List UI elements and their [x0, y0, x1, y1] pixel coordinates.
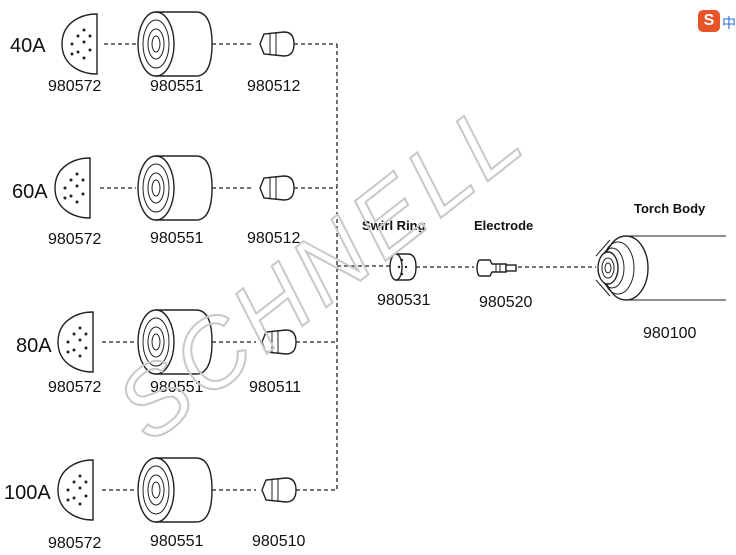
electrode-part-number: 980520: [479, 294, 532, 311]
row-40a: 40A 980572 980551 980512: [10, 11, 337, 95]
amp-label: 80A: [16, 335, 52, 357]
row-80a: 80A 980572 980551 980511: [16, 309, 337, 396]
badge-glyph: 中: [722, 16, 736, 32]
retaining-cap: [137, 155, 213, 221]
tip-part-number: 980512: [247, 78, 300, 95]
shield-part-number: 980551: [150, 533, 203, 550]
electrode: [476, 259, 517, 277]
row-100a: 100A 980572 980551 980510: [4, 457, 337, 552]
swirl-ring-part-number: 980531: [377, 292, 430, 309]
swirl-ring-title: Swirl Ring: [362, 218, 426, 233]
nozzle-part-number: 980572: [48, 231, 101, 248]
amp-label: 60A: [12, 181, 48, 203]
torch-body-part-number: 980100: [643, 325, 696, 342]
nozzle-tip: [261, 477, 297, 503]
shield-part-number: 980551: [150, 230, 203, 247]
logo-badge[interactable]: S 中: [698, 10, 736, 40]
torch-body-group: Torch Body 980100: [595, 201, 726, 342]
nozzle-part-number: 980572: [48, 535, 101, 552]
amp-label: 100A: [4, 482, 51, 504]
swirl-ring-group: Swirl Ring 980531: [362, 218, 430, 309]
shield-part-number: 980551: [150, 379, 203, 396]
tip-part-number: 980510: [252, 533, 305, 550]
shield-part-number: 980551: [150, 78, 203, 95]
nozzle-tip: [259, 31, 295, 57]
electrode-group: Electrode 980520: [474, 218, 533, 311]
nozzle-cap: [61, 13, 98, 75]
retaining-cap: [137, 457, 213, 523]
retaining-cap: [137, 11, 213, 77]
torch-body-title: Torch Body: [634, 201, 706, 216]
retaining-cap: [137, 309, 213, 375]
nozzle-cap: [54, 157, 91, 219]
electrode-title: Electrode: [474, 218, 533, 233]
amp-label: 40A: [10, 35, 46, 57]
nozzle-tip: [259, 175, 295, 201]
nozzle-part-number: 980572: [48, 379, 101, 396]
tip-part-number: 980512: [247, 230, 300, 247]
nozzle-part-number: 980572: [48, 78, 101, 95]
tip-part-number: 980511: [249, 379, 301, 396]
row-60a: 60A 980572 980551 980512: [12, 155, 337, 248]
s-logo-icon: S: [698, 10, 720, 32]
nozzle-cap: [57, 311, 94, 373]
torch-body: [595, 235, 726, 301]
nozzle-cap: [57, 459, 94, 521]
